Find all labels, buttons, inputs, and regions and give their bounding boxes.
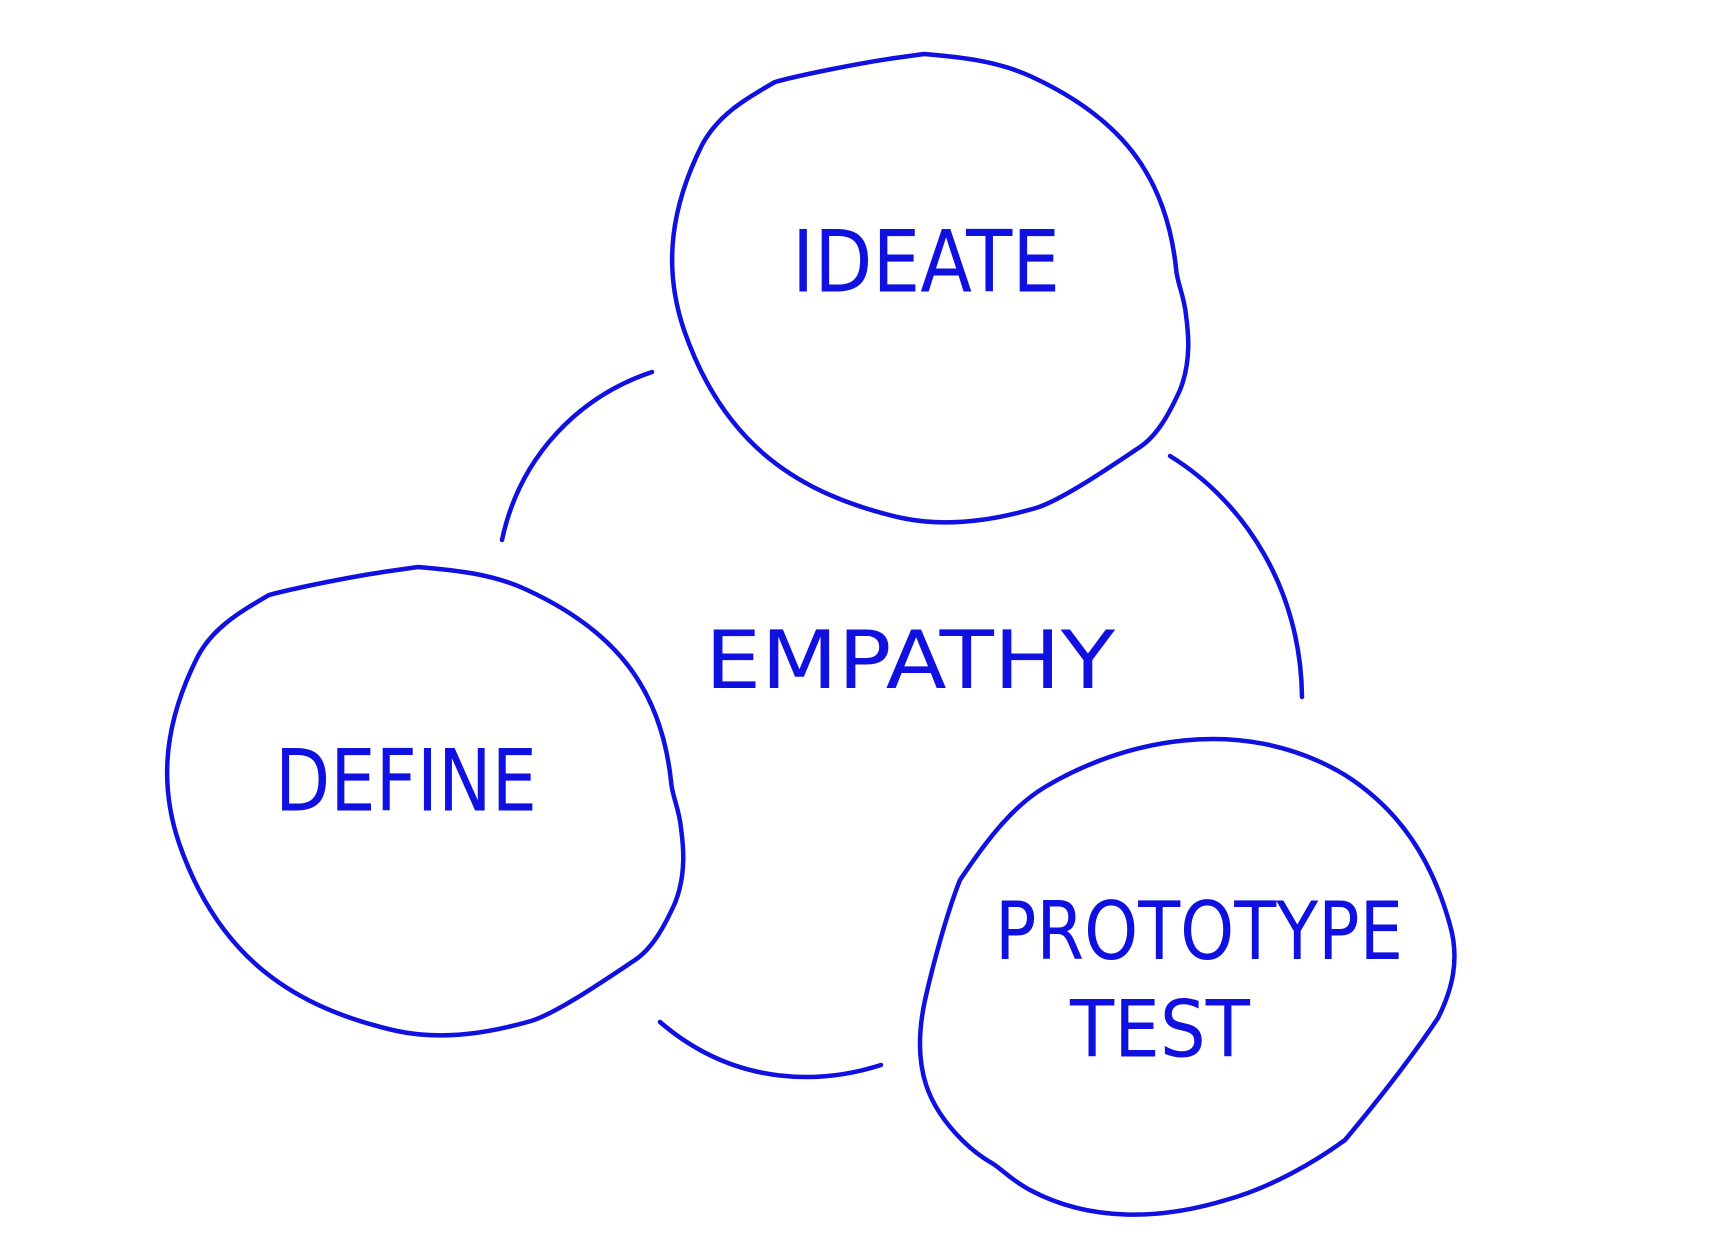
ideate-label: IDEATE	[792, 212, 1060, 312]
test-label: TEST	[1069, 985, 1250, 1075]
empathy-label: EMPATHY	[705, 614, 1116, 707]
define-label: DEFINE	[275, 731, 537, 831]
prototype-label: PROTOTYPE	[995, 885, 1403, 978]
arc-prototype-to-define	[657, 1019, 884, 1080]
prototype-test-circle	[917, 736, 1457, 1217]
arc-define-to-ideate	[499, 369, 655, 543]
define-circle	[164, 564, 686, 1038]
ideate-circle	[669, 51, 1191, 525]
arc-ideate-to-prototype	[1167, 453, 1305, 700]
